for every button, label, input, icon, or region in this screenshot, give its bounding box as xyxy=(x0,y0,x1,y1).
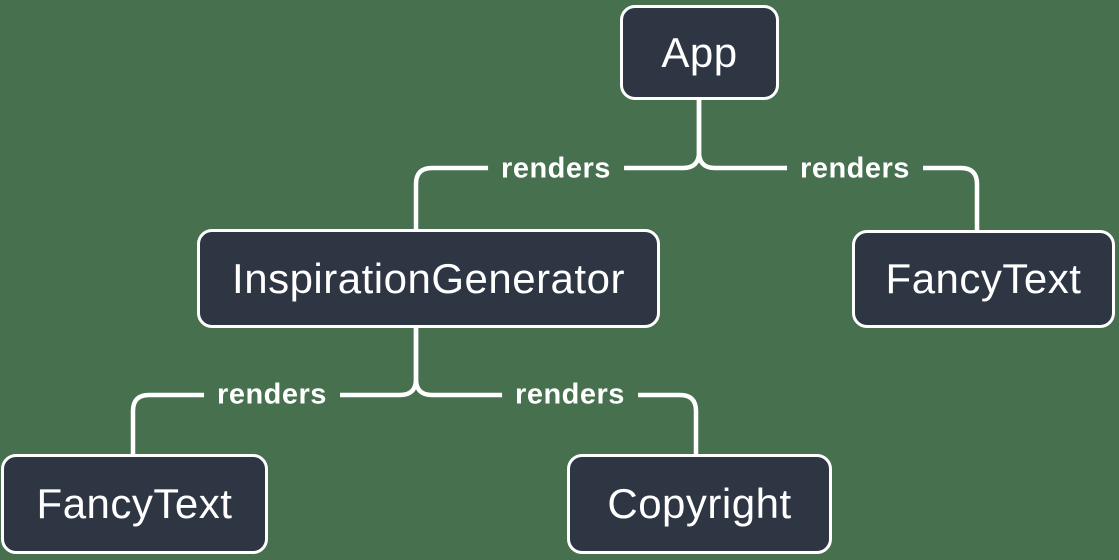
edge-label-renders-app-left: renders xyxy=(488,151,624,187)
node-fancy-text-bottom: FancyText xyxy=(1,454,268,554)
node-fancy-text-top: FancyText xyxy=(852,230,1115,328)
edge-label-renders-generator-right: renders xyxy=(502,377,638,413)
node-fancy-text-bottom-label: FancyText xyxy=(36,480,233,527)
node-copyright-label: Copyright xyxy=(607,480,792,527)
node-app-label: App xyxy=(661,28,738,76)
edge-label-renders-generator-left: renders xyxy=(204,377,340,413)
edge-label-renders-app-right: renders xyxy=(787,151,923,187)
node-inspiration-generator-label: InspirationGenerator xyxy=(232,254,625,302)
node-app: App xyxy=(620,5,779,100)
node-copyright: Copyright xyxy=(567,454,832,554)
node-fancy-text-top-label: FancyText xyxy=(885,255,1082,302)
node-inspiration-generator: InspirationGenerator xyxy=(197,229,660,328)
